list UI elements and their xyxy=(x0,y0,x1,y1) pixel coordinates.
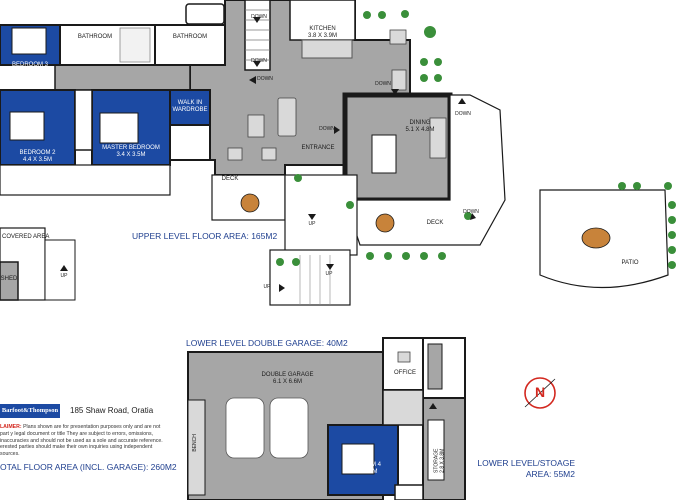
kitchen-size: 3.8 x 3.9m xyxy=(307,32,337,39)
bedroom-2-name: BEDROOM 2 xyxy=(19,150,56,156)
label-storage: STORAGE 2.8 x 3.8m xyxy=(433,441,446,481)
label-kitchen: KITCHEN 3.8 x 3.9m xyxy=(290,26,355,40)
north-compass-icon: N xyxy=(522,375,558,411)
dining-name: DINING xyxy=(409,120,431,126)
stair-label-down-3: DOWN xyxy=(257,76,273,82)
garage-size: 6.1 x 6.6m xyxy=(272,378,302,385)
stair-label-up-2: UP xyxy=(325,271,333,277)
label-bench: BENCH xyxy=(192,434,199,452)
storage-size: 2.8 x 3.8m xyxy=(439,448,445,473)
bedroom-4-size: 3.1 x 3.7m xyxy=(348,468,378,475)
stair-label-down-5: DOWN xyxy=(319,126,335,132)
car-left xyxy=(225,397,265,459)
stair-label-up-1: UP xyxy=(308,221,316,227)
stair-label-down-4: DOWN xyxy=(375,81,391,87)
kitchen-floor xyxy=(289,0,356,41)
bedroom-3-size: 2.8 x 3.8m xyxy=(15,68,45,75)
upper-level-area: UPPER LEVEL FLOOR AREA: 165m2 xyxy=(132,231,278,241)
bedroom-2-size: 4.4 x 3.5m xyxy=(22,156,52,163)
stair-upper xyxy=(244,0,271,71)
label-deck-1: DECK xyxy=(221,176,239,182)
compass-letter: N xyxy=(534,384,546,400)
hallway-floor xyxy=(54,64,191,91)
dining-size: 5.1 x 4.8m xyxy=(405,126,435,133)
bedroom-3-name: BEDROOM 3 xyxy=(11,62,48,68)
stair-label-down-1: DOWN xyxy=(251,14,267,20)
car-right xyxy=(269,397,309,459)
label-entrance: ENTRANCE xyxy=(301,145,335,151)
label-double-garage: DOUBLE GARAGE 6.1 x 6.6m xyxy=(240,372,335,386)
stair-label-up-3: UP xyxy=(263,284,271,290)
lower-garage-area: LOWER LEVEL DOUBLE GARAGE: 40m2 xyxy=(186,338,348,348)
label-bedroom-4: BEDROOM 4 3.1 x 3.7m xyxy=(328,462,398,476)
lower-storage-area: LOWER LEVEL/STOAGE AREA: 55m2 xyxy=(477,458,575,479)
bath-tub xyxy=(185,3,225,25)
disclaimer-heading: LAIMER: xyxy=(0,424,22,430)
label-master-bedroom: MASTER BEDROOM 3.4 x 3.5m xyxy=(92,145,170,159)
stair-label-down-6: DOWN xyxy=(455,111,471,117)
master-size: 3.4 x 3.5m xyxy=(116,151,146,158)
label-dining: DINING 5.1 x 4.8m xyxy=(400,120,440,134)
label-bedroom-2: BEDROOM 2 4.4 x 3.5m xyxy=(0,150,75,164)
kitchen-name: KITCHEN xyxy=(309,26,336,32)
label-walk-in-wardrobe: WALK IN WARDROBE xyxy=(172,100,208,113)
label-office: OFFICE xyxy=(394,370,416,376)
stair-label-down-2: DOWN xyxy=(251,58,267,64)
label-patio: PATIO xyxy=(621,260,639,266)
disclaimer-text: Plans shown are for presentation purpose… xyxy=(0,424,163,457)
label-shed: SHED xyxy=(0,276,18,282)
office xyxy=(382,337,424,391)
deck-bedrooms xyxy=(0,164,171,196)
bedroom-4-name: BEDROOM 4 xyxy=(344,462,381,468)
label-bedroom-3: BEDROOM 3 2.8 x 3.8m xyxy=(0,62,60,76)
stair-label-up-4: UP xyxy=(60,273,68,279)
label-bathroom-2: BATHROOM xyxy=(172,34,208,40)
walk-in-wardrobe xyxy=(169,89,211,126)
dining-table xyxy=(371,134,397,174)
stair-label-down-7: DOWN xyxy=(463,209,479,215)
shed xyxy=(0,261,19,301)
label-covered-area: COVERED AREA xyxy=(2,234,50,240)
disclaimer: LAIMER: Plans shown are for presentation… xyxy=(0,424,168,458)
kitchen-bench xyxy=(301,39,353,59)
total-floor-area: OTAL FLOOR AREA (INCL. GARAGE): 260m2 xyxy=(0,462,177,472)
deck-east xyxy=(344,94,506,246)
label-bathroom-1: BATHROOM xyxy=(77,34,113,40)
bathroom-2 xyxy=(154,24,226,66)
label-deck-2: DECK xyxy=(426,220,444,226)
patio-table xyxy=(581,227,611,249)
agency-logo: Barfoot&Thompson xyxy=(0,404,60,418)
garage-name: DOUBLE GARAGE xyxy=(261,372,314,378)
master-name: MASTER BEDROOM xyxy=(102,145,160,151)
property-address: 185 Shaw Road, Oratia xyxy=(70,406,154,415)
